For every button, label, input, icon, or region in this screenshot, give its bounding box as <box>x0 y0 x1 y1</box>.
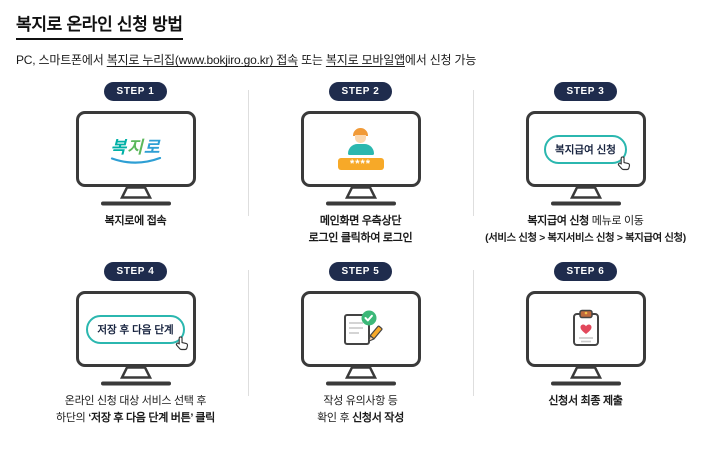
caption-text: 온라인 신청 대상 서비스 선택 후 <box>64 395 207 407</box>
step-5-caption: 작성 유의사항 등 확인 후 신청서 작성 <box>317 393 404 426</box>
step-6-badge: STEP 6 <box>553 262 618 281</box>
subtitle: PC, 스마트폰에서 복지로 누리집(www.bokjiro.go.kr) 접속… <box>16 51 705 68</box>
benefit-apply-button-illustration: 복지급여 신청 <box>544 134 631 170</box>
user-hair <box>353 128 368 136</box>
caption-text: 로그인 클릭하여 로그인 <box>308 231 413 244</box>
logo-char: 로 <box>143 137 161 157</box>
monitor-illustration: 저장 후 다음 단계 <box>75 291 196 387</box>
column-divider <box>472 90 474 216</box>
monitor-screen: 저장 후 다음 단계 <box>75 291 196 367</box>
monitor-stand <box>100 366 171 386</box>
caption-text: 메뉴로 이동 <box>589 215 644 227</box>
caption-text: 확인 후 <box>317 411 353 424</box>
caption-line: 메인화면 우측상단 <box>309 213 413 230</box>
monitor-illustration: 복지급여 신청 <box>525 111 646 207</box>
caption-line: 확인 후 신청서 작성 <box>317 410 404 427</box>
step-4-caption: 온라인 신청 대상 서비스 선택 후 하단의 ‘저장 후 다음 단계 버튼’ 클… <box>56 393 215 426</box>
login-user-icon: **** <box>337 128 384 170</box>
save-next-button-illustration: 저장 후 다음 단계 <box>86 314 188 350</box>
steps-row-2: STEP 4 저장 후 다음 단계 온라인 신청 대상 서비스 선택 후 하단의… <box>16 262 705 426</box>
step-2-badge: STEP 2 <box>328 82 393 101</box>
step-3-badge: STEP 3 <box>553 82 618 101</box>
step-4: STEP 4 저장 후 다음 단계 온라인 신청 대상 서비스 선택 후 하단의… <box>24 262 248 426</box>
monitor-screen: 복지급여 신청 <box>525 111 646 187</box>
column-divider <box>247 270 249 396</box>
step-2: STEP 2 **** 메인화면 우측상단 로그인 클릭하여 로그인 <box>249 82 473 246</box>
caption-text: 복지로에 접속 <box>104 215 167 227</box>
button-label: 저장 후 다음 단계 <box>97 323 174 336</box>
caption-text: 메인화면 우측상단 <box>319 215 402 227</box>
step-6-caption: 신청서 최종 제출 <box>548 393 623 410</box>
subtitle-text: 에서 신청 가능 <box>404 53 477 67</box>
caption-text: 하단의 <box>56 411 89 424</box>
monitor-stand <box>325 366 396 386</box>
caption-line: 온라인 신청 대상 서비스 선택 후 <box>56 393 215 410</box>
caption-text: 작성 유의사항 등 <box>323 395 398 407</box>
password-field-illustration: **** <box>337 158 384 170</box>
monitor-illustration: **** <box>300 111 421 207</box>
user-shirt <box>347 144 374 155</box>
caption-line: 작성 유의사항 등 <box>317 393 404 410</box>
monitor-illustration <box>525 291 646 387</box>
monitor-stand <box>325 186 396 206</box>
caption-line: 로그인 클릭하여 로그인 <box>309 230 413 247</box>
caption-text: (서비스 신청 > 복지서비스 신청 > 복지급여 신청) <box>485 232 686 244</box>
steps-row-1: STEP 1 복지로 복지로에 접속 STEP 2 <box>16 82 705 246</box>
caption-text: 신청서 작성 <box>352 411 404 424</box>
bokjiro-infographic: 복지로 온라인 신청 방법 PC, 스마트폰에서 복지로 누리집(www.bok… <box>16 10 705 426</box>
step-6: STEP 6 신청서 최종 제출 <box>474 262 698 426</box>
monitor-illustration: 복지로 <box>75 111 196 207</box>
column-divider <box>472 270 474 396</box>
subtitle-mobile-app-text: 복지로 모바일앱 <box>325 53 405 67</box>
caption-text: 복지급여 신청 <box>527 215 590 227</box>
logo-char: 복 <box>110 137 128 157</box>
bokjiro-logo-text: 복지로 <box>109 133 163 158</box>
subtitle-bokjiro-site-link-text: 복지로 누리집(www.bokjiro.go.kr) 접속 <box>106 53 298 67</box>
clipboard-heart-icon <box>572 309 599 346</box>
caption-line: 복지로에 접속 <box>105 213 167 230</box>
logo-char: 지 <box>127 137 144 157</box>
caption-text: ‘저장 후 다음 단계 버튼’ 클릭 <box>88 411 215 424</box>
step-1-caption: 복지로에 접속 <box>105 213 167 230</box>
monitor-stand <box>550 366 621 386</box>
monitor-screen: 복지로 <box>75 111 196 187</box>
monitor-illustration <box>300 291 421 387</box>
column-divider <box>247 90 249 216</box>
step-3-caption: 복지급여 신청 메뉴로 이동 (서비스 신청 > 복지서비스 신청 > 복지급여… <box>485 213 686 246</box>
button-label: 복지급여 신청 <box>555 143 616 156</box>
monitor-screen: **** <box>300 111 421 187</box>
step-3: STEP 3 복지급여 신청 복지급여 신청 메뉴로 이동 (서비스 신청 > … <box>474 82 698 246</box>
hand-cursor-icon <box>617 155 631 170</box>
hand-cursor-icon <box>175 335 188 350</box>
step-5-badge: STEP 5 <box>328 262 393 281</box>
user-face <box>355 135 366 143</box>
step-2-caption: 메인화면 우측상단 로그인 클릭하여 로그인 <box>309 213 413 246</box>
monitor-screen <box>525 291 646 367</box>
bokjiro-logo: 복지로 <box>109 133 163 166</box>
logo-swoosh-icon <box>110 156 161 164</box>
caption-line: (서비스 신청 > 복지서비스 신청 > 복지급여 신청) <box>485 230 686 247</box>
caption-line: 하단의 ‘저장 후 다음 단계 버튼’ 클릭 <box>56 410 215 427</box>
subtitle-text: 또는 <box>297 53 326 67</box>
monitor-screen <box>300 291 421 367</box>
step-1-badge: STEP 1 <box>103 82 168 101</box>
page-title: 복지로 온라인 신청 방법 <box>16 10 183 40</box>
caption-text: 신청서 최종 제출 <box>548 395 623 407</box>
monitor-stand <box>100 186 171 206</box>
caption-line: 복지급여 신청 메뉴로 이동 <box>485 213 686 230</box>
step-5: STEP 5 <box>249 262 473 426</box>
subtitle-text: PC, 스마트폰에서 <box>16 53 107 67</box>
step-4-badge: STEP 4 <box>103 262 168 281</box>
caption-line: 신청서 최종 제출 <box>548 393 623 410</box>
step-1: STEP 1 복지로 복지로에 접속 <box>24 82 248 246</box>
monitor-stand <box>550 186 621 206</box>
document-check-pencil-icon <box>343 310 383 345</box>
